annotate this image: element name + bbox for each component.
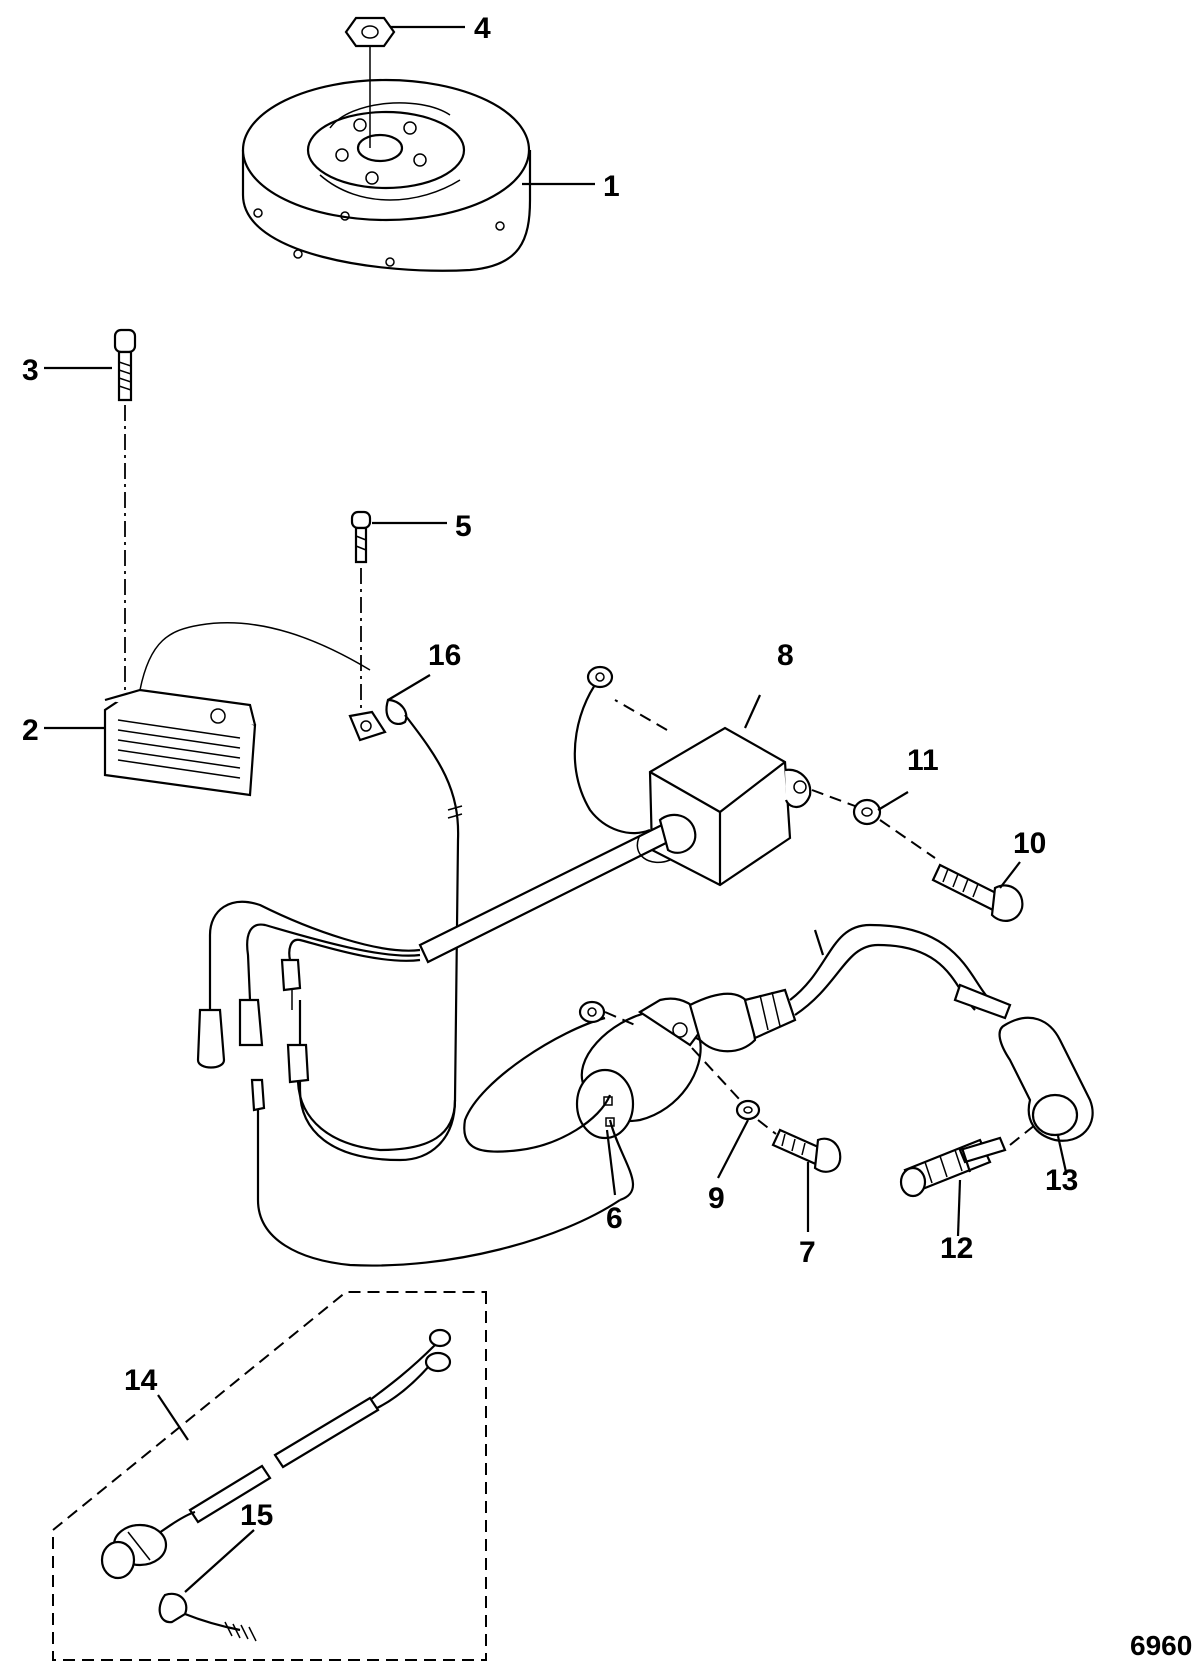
wire-harness-leads <box>196 900 621 1267</box>
flywheel <box>241 78 532 272</box>
callout-6: 6 <box>606 1202 623 1235</box>
callout-labels: 4 1 3 5 16 8 2 11 10 13 9 6 12 7 14 15 6… <box>22 12 1192 1661</box>
stop-switch-assembly <box>52 1291 487 1661</box>
spark-plug <box>899 1136 1007 1198</box>
flywheel-nut <box>344 16 396 148</box>
callout-4: 4 <box>474 12 491 45</box>
coil-bolt <box>757 1119 842 1173</box>
callout-2: 2 <box>22 714 39 747</box>
cdi-module <box>418 665 812 964</box>
cdi-bolt <box>931 863 1024 922</box>
cdi-washer <box>811 789 936 859</box>
callout-11: 11 <box>907 744 939 777</box>
callout-1: 1 <box>603 170 620 203</box>
coil-washer <box>691 1047 761 1121</box>
callout-14: 14 <box>124 1364 158 1397</box>
figure-id: 6960 <box>1130 1630 1192 1661</box>
leader-lines <box>44 25 1068 1593</box>
spark-plug-cap <box>998 1016 1094 1146</box>
callout-8: 8 <box>777 639 794 672</box>
stator-screw <box>113 328 137 690</box>
callout-13: 13 <box>1045 1164 1078 1197</box>
callout-7: 7 <box>799 1236 816 1269</box>
callout-5: 5 <box>455 510 472 543</box>
callout-10: 10 <box>1013 827 1046 860</box>
callout-16: 16 <box>428 639 461 672</box>
ignition-coil <box>463 923 1012 1202</box>
stator-coil <box>103 622 371 797</box>
wire-clamp <box>348 698 408 742</box>
callout-12: 12 <box>940 1232 973 1265</box>
callout-15: 15 <box>240 1499 273 1532</box>
clamp-screw <box>350 510 372 720</box>
callout-3: 3 <box>22 354 39 387</box>
callout-9: 9 <box>708 1182 725 1215</box>
